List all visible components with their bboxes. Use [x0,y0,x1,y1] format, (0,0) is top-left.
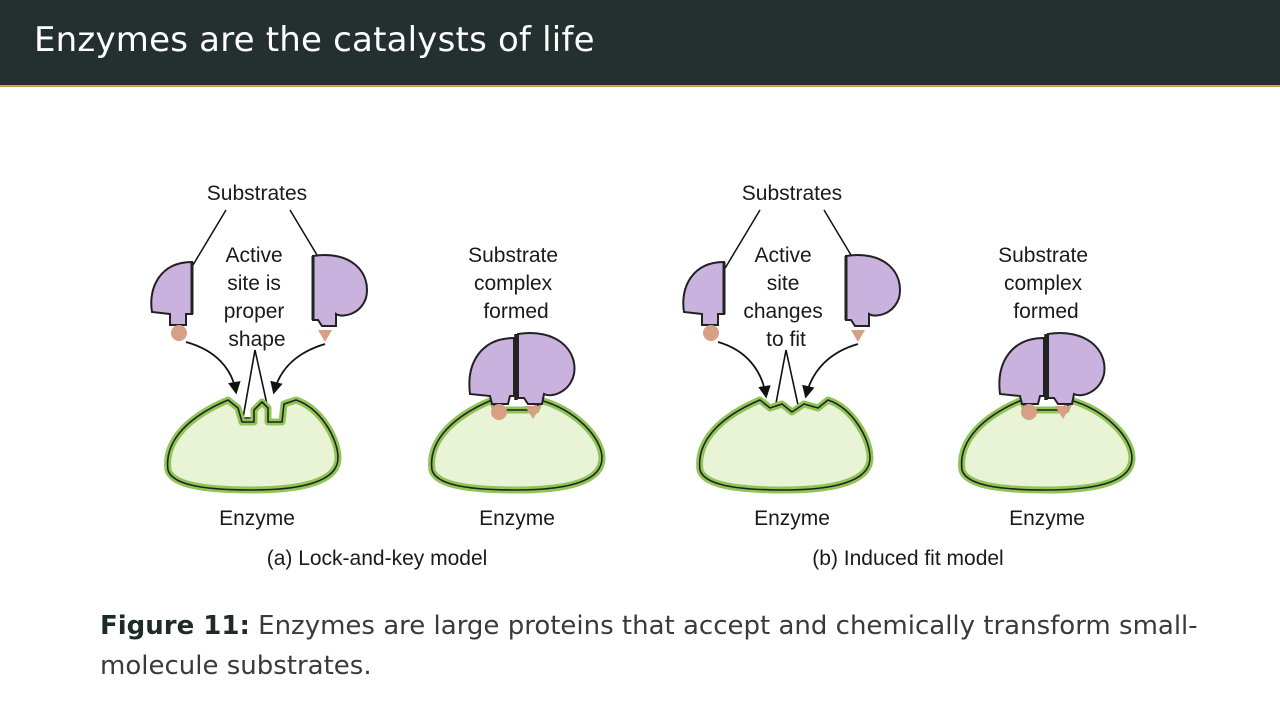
enzyme-induced-shape [696,396,874,494]
panel-a-active-site-text: Active site is proper shape [224,244,291,351]
slide-title: Enzymes are the catalysts of life [34,20,595,60]
substrate-left [682,260,726,341]
substrate-right [844,254,901,342]
substrate-left [150,260,194,341]
enzyme-figure: Substrates Active site is proper shape E [0,88,1280,588]
figure-caption-label: Figure 11: [100,611,250,641]
panel-a-enzyme-right-label: Enzyme [479,507,555,530]
panel-b-induced-fit: Substrates Active site changes to fit En [682,182,1136,570]
panel-b-complex-text: Substrate complex formed [998,244,1094,323]
panel-b-enzyme-right-label: Enzyme [1009,507,1085,530]
substrate-right [311,254,368,342]
enzyme-complex-shape [958,396,1136,494]
panel-a-substrates-label: Substrates [207,182,307,205]
arrow-icon [802,343,859,399]
pointer-line [723,209,761,271]
panel-b-enzyme-left-label: Enzyme [754,507,830,530]
panel-b-active-site-text: Active site changes to fit [743,244,828,351]
panel-a-caption: (a) Lock-and-key model [267,547,488,570]
panel-a-enzyme-left-label: Enzyme [219,507,295,530]
panel-a-lock-and-key: Substrates Active site is proper shape E [150,182,606,570]
arrow-icon [717,341,771,399]
panel-b-substrates-label: Substrates [742,182,842,205]
figure-caption: Figure 11: Enzymes are large proteins th… [100,606,1200,686]
substrate-complex [998,332,1106,420]
substrate-complex [468,332,576,420]
title-bar: Enzymes are the catalysts of life [0,0,1280,87]
enzyme-complex-shape [428,396,606,494]
figure-caption-text: Enzymes are large proteins that accept a… [100,611,1198,681]
panel-b-caption: (b) Induced fit model [812,547,1003,570]
pointer-line [189,209,227,271]
enzyme-diagram-svg: Substrates Active site is proper shape E [150,182,1136,570]
arrow-icon [185,341,241,395]
arrow-icon [270,343,326,395]
enzyme-lock-shape [164,396,342,494]
panel-a-complex-text: Substrate complex formed [468,244,564,323]
